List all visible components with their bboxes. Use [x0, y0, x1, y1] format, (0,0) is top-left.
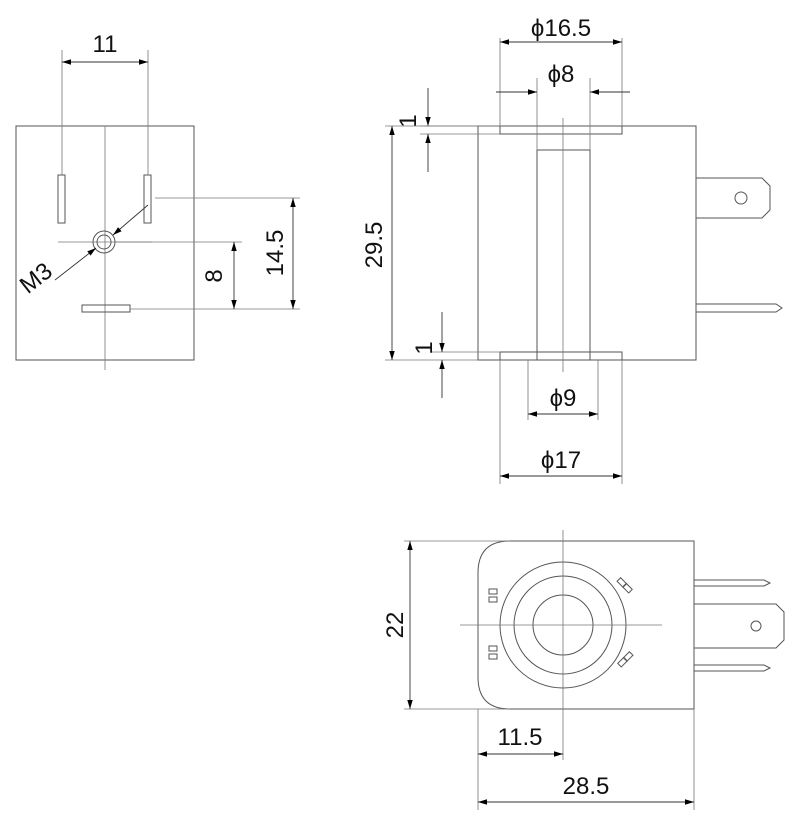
- bottom-ribs: [488, 577, 634, 668]
- front-view: 11 M3 8 14.5: [15, 31, 300, 370]
- front-pin-left: [57, 174, 66, 224]
- bottom-upper-pin: [694, 579, 772, 587]
- dim-label-top-flange: 1: [395, 114, 422, 127]
- side-ground-pin: [696, 303, 783, 313]
- dim-label-pin-to-slot: 14.5: [262, 230, 289, 277]
- dim-label-bottom-outer-dia: ϕ17: [541, 447, 581, 474]
- dim-label-top-outer-dia: ϕ16.5: [531, 15, 591, 42]
- side-bottom-flange: [499, 351, 623, 361]
- dim-label-total-width: 28.5: [563, 773, 610, 800]
- leader-thread: [54, 247, 97, 281]
- side-body-outline: [477, 125, 697, 361]
- dim-label-screw-to-slot: 8: [201, 269, 228, 282]
- dim-label-bottom-height: 22: [382, 612, 409, 639]
- dim-label-center-offset: 11.5: [498, 724, 543, 751]
- side-top-flange: [499, 125, 623, 135]
- front-ground-slot: [81, 304, 131, 313]
- dim-label-side-height: 29.5: [361, 222, 388, 269]
- dim-label-top-inner-dia: ϕ8: [548, 61, 575, 88]
- bottom-terminal-hole: [750, 620, 762, 632]
- bottom-spade-terminal: [694, 603, 785, 649]
- bottom-view: 22 11.5 28.5: [382, 530, 785, 810]
- side-tube: [536, 149, 591, 361]
- side-terminal-hole: [734, 191, 748, 205]
- side-spade-terminal: [696, 177, 771, 219]
- bottom-lower-pin: [694, 664, 772, 672]
- dim-label-pin-spacing: 11: [93, 31, 118, 58]
- dim-label-bottom-flange: 1: [411, 341, 438, 354]
- side-view: ϕ16.5 ϕ8 1 29.5 1 ϕ9 ϕ17: [361, 15, 783, 484]
- dim-label-bottom-inner-dia: ϕ9: [550, 385, 577, 412]
- screw-hole-inner: [96, 234, 112, 250]
- dim-label-thread: M3: [15, 257, 58, 299]
- front-pin-right: [143, 174, 152, 224]
